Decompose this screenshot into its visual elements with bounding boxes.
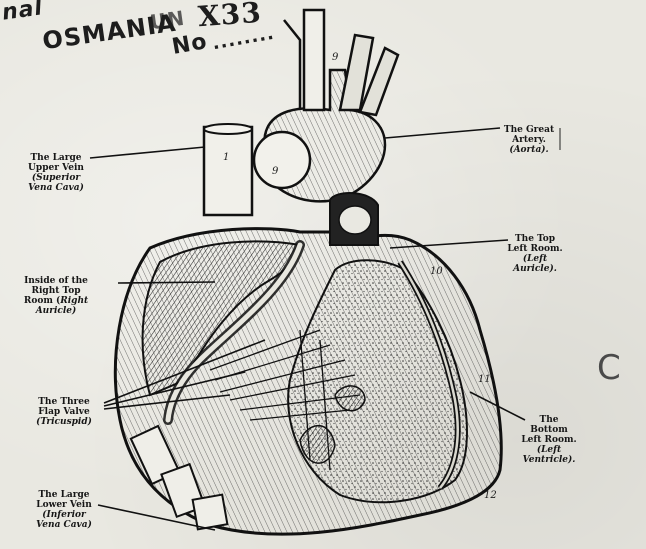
handwritten-accession-number: X33	[197, 0, 263, 33]
label-right-auricle: Inside of the Right Top Room (Right Auri…	[10, 266, 102, 316]
library-stamp-fragment-right: UN	[149, 6, 187, 35]
figure-number-9: 9	[332, 52, 338, 63]
figure-number-10: 10	[430, 266, 443, 277]
corner-letter: C	[597, 348, 621, 388]
aorta-branch-1	[304, 10, 324, 110]
label-tricuspid: The Three Flap Valve (Tricuspid)	[22, 387, 106, 437]
superior-vena-cava	[204, 127, 252, 215]
label-left-ventricle: The Bottom Left Room. (Left Ventricle).	[518, 405, 580, 475]
figure-number-1: 1	[223, 152, 229, 163]
label-inferior-vena-cava: The Large Lower Vein (Inferior Vena Cava…	[22, 480, 106, 540]
figure-number-12: 12	[484, 490, 497, 501]
figure-number-9b: 9	[272, 166, 278, 177]
label-aorta: The Great Artery. (Aorta).	[490, 115, 568, 165]
figure-number-11: 11	[478, 374, 491, 385]
label-superior-vena-cava: The Large Upper Vein (Superior Vena Cava…	[14, 143, 98, 203]
label-left-auricle: The Top Left Room. (Left Auricle).	[496, 224, 574, 284]
